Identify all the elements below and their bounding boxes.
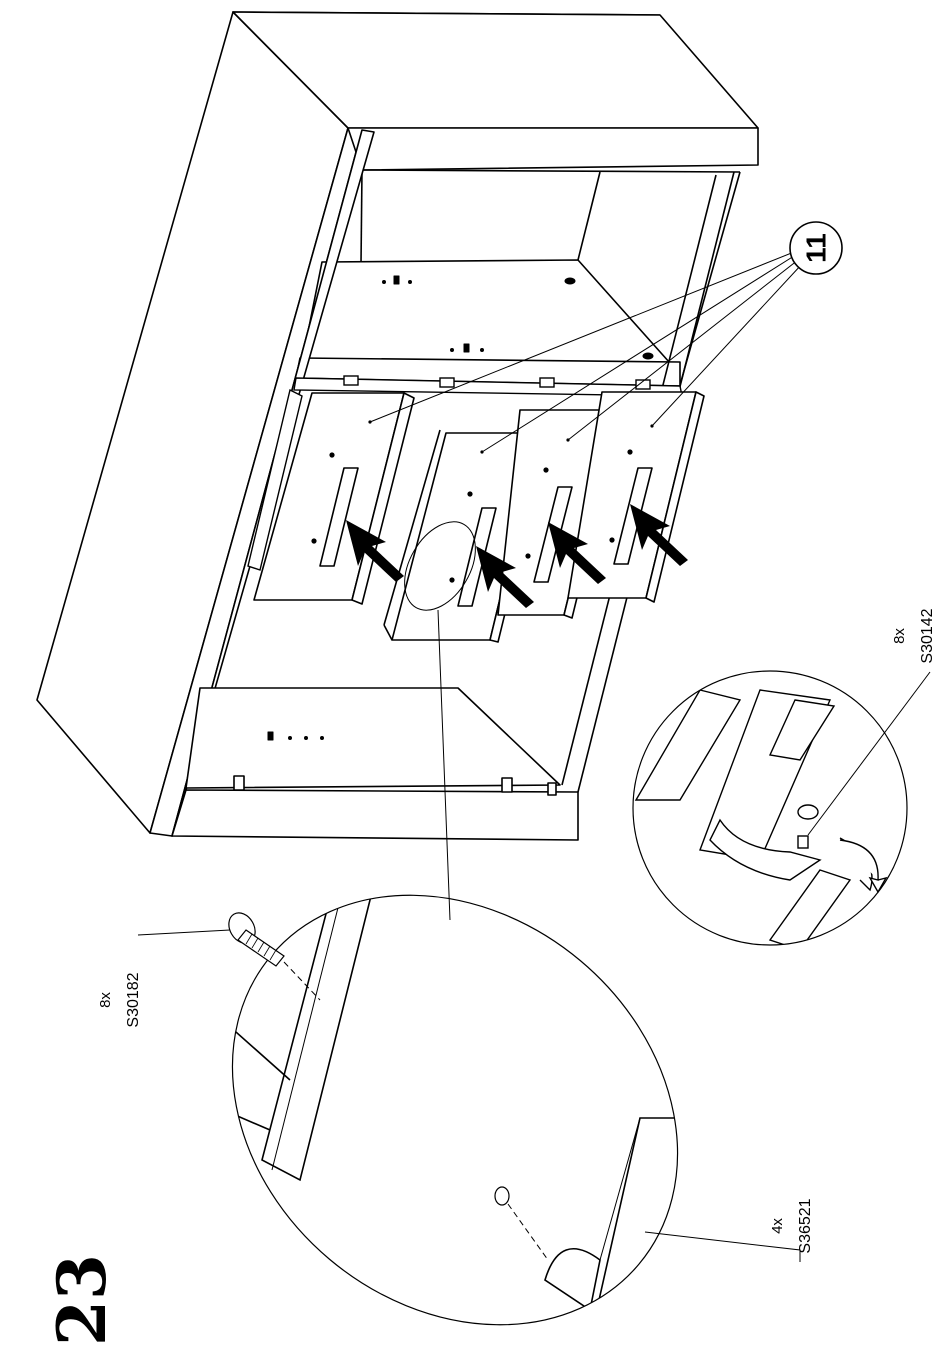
- inner-shelf: [300, 260, 678, 372]
- part-code: S30142: [919, 608, 936, 663]
- part-label-s30182: 8x S30182: [97, 972, 142, 1027]
- cabinet-bottom-panel: [172, 790, 578, 840]
- part-code: S30182: [125, 972, 142, 1027]
- detail-view-handle: [138, 806, 800, 1360]
- cabinet-floor: [186, 688, 560, 788]
- detail-view-rail: [633, 671, 930, 950]
- part-callout: 11: [790, 222, 842, 274]
- part-callout-number: 11: [801, 233, 832, 263]
- part-label-s30142: 8x S30142: [891, 608, 936, 663]
- part-qty: 4x: [769, 1218, 786, 1234]
- part-label-s36521: 4x S36521: [769, 1198, 814, 1253]
- part-qty: 8x: [97, 992, 114, 1008]
- part-qty: 8x: [891, 628, 908, 644]
- step-number: 23: [43, 1254, 121, 1346]
- screw-icon: [224, 908, 284, 966]
- cabinet-top-front-edge: [348, 128, 758, 170]
- part-code: S36521: [797, 1198, 814, 1253]
